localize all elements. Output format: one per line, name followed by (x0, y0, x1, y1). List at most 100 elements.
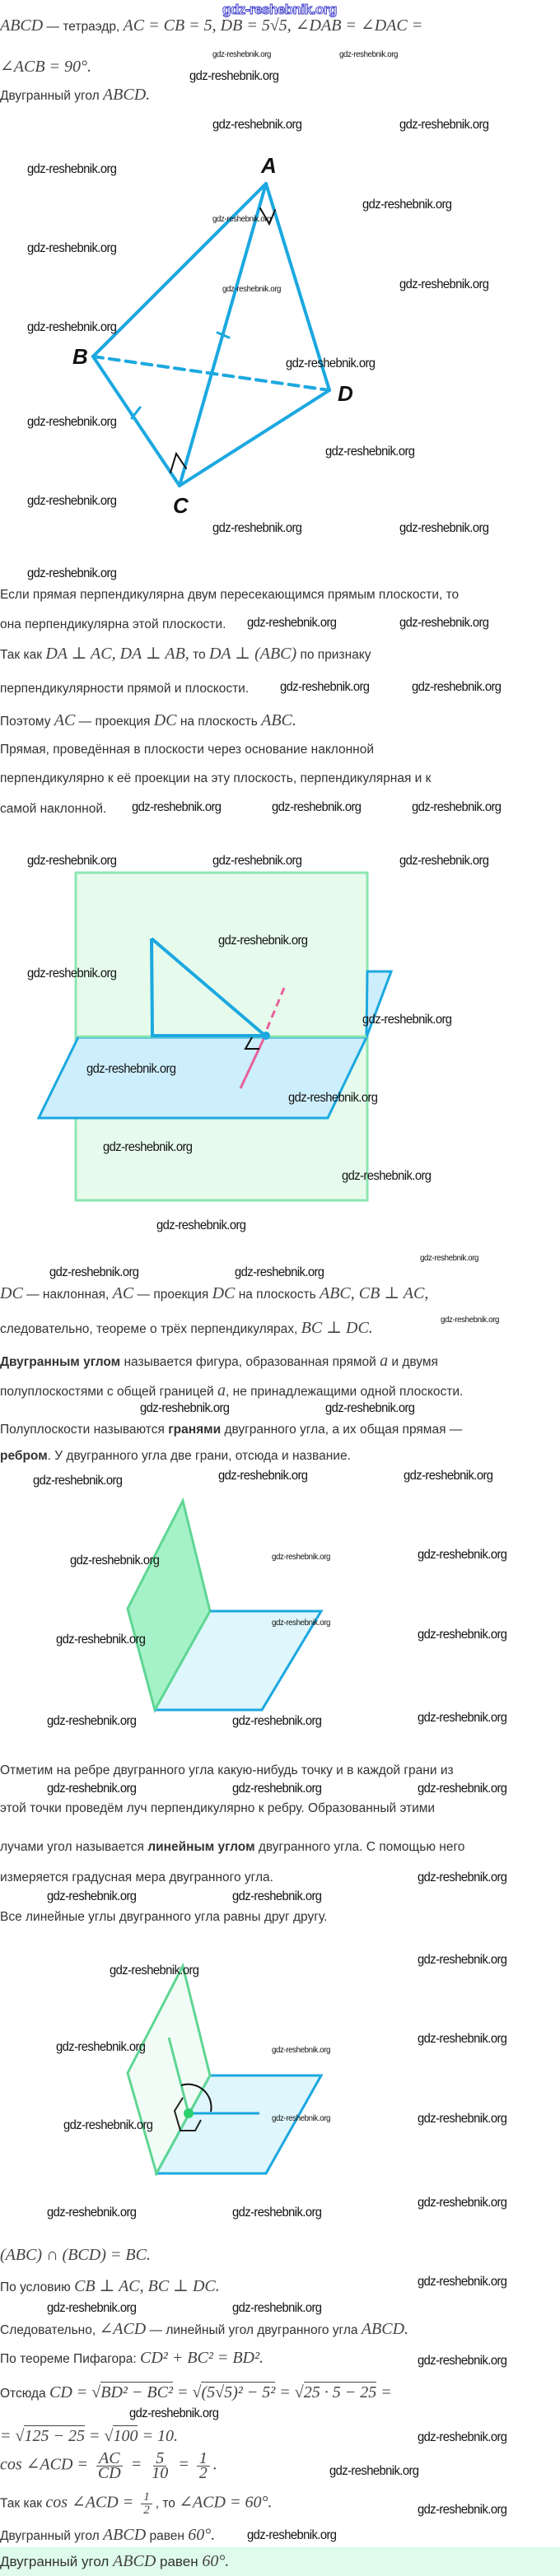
math: CD² + BC² = BD². (140, 2349, 264, 2367)
radicand: BD² − BC² (100, 2382, 173, 2401)
watermark: gdz-reshebnik.org (399, 277, 489, 291)
text: — тетраэдр, (43, 20, 124, 34)
watermark: gdz-reshebnik.org (140, 1401, 230, 1415)
text: лучами угол называется (0, 1840, 148, 1854)
watermark: gdz-reshebnik.org (418, 1953, 507, 1967)
watermark: gdz-reshebnik.org (232, 1782, 322, 1796)
watermark: gdz-reshebnik.org (418, 1548, 507, 1562)
text: на плоскость (235, 1288, 320, 1302)
watermark: gdz-reshebnik.org (218, 1469, 308, 1483)
watermark: gdz-reshebnik.org (56, 2040, 146, 2054)
numerator: 1 (196, 2450, 210, 2467)
math: ABCD (0, 16, 44, 35)
math: DA ⊥ (ABC) (208, 645, 297, 663)
para-line: Прямая, проведённая в плоскости через ос… (0, 743, 375, 757)
given-line-2: ∠ACB = 90°. (0, 58, 91, 77)
watermark: gdz-reshebnik.org (418, 1628, 507, 1642)
text: равен (156, 2554, 203, 2569)
text: следовательно, теореме о трёх перпендику… (0, 1322, 301, 1336)
watermark: gdz-reshebnik.org (418, 1870, 507, 1884)
watermark: gdz-reshebnik.org (418, 2354, 507, 2368)
para-line: Двугранным углом называется фигура, обра… (0, 1352, 438, 1372)
para-line: она перпендикулярна этой плоскости. (0, 617, 226, 631)
math: a (380, 1352, 389, 1370)
sqrt-sign: √ (15, 2427, 25, 2445)
tick-ac (216, 331, 231, 339)
math: ∠ACD (99, 2320, 147, 2338)
text: Так как (0, 648, 46, 662)
watermark: gdz-reshebnik.org (63, 2118, 153, 2132)
para-line: лучами угол называется линейным углом дв… (0, 1838, 464, 1856)
watermark: gdz-reshebnik.org (418, 2032, 507, 2046)
denominator: 10 (152, 2464, 169, 2482)
para-line: Если прямая перпендикулярна двум пересек… (0, 588, 460, 602)
math: = (0, 2427, 16, 2445)
math: DA ⊥ AC, DA ⊥ AB, (45, 645, 189, 663)
math: AC (54, 711, 76, 729)
term: линейным углом (147, 1840, 255, 1854)
solution-line: По теореме Пифагора: CD² + BC² = BD². (0, 2349, 264, 2369)
watermark: gdz-reshebnik.org (339, 49, 399, 59)
watermark: gdz-reshebnik.org (399, 521, 489, 535)
watermark: gdz-reshebnik.org (412, 680, 502, 694)
solution-line: = √125 − 25 = √100 = 10. (0, 2425, 178, 2447)
watermark: gdz-reshebnik.org (325, 1401, 415, 1415)
para-line: Полуплоскости называются гранями двугран… (0, 1421, 462, 1439)
edge-bc (91, 355, 181, 487)
site-logo[interactable]: gdz-reshebnik.org (222, 2, 338, 18)
watermark: gdz-reshebnik.org (247, 2528, 337, 2542)
text: , не принадлежащими одной плоскости. (226, 1385, 464, 1399)
watermark: gdz-reshebnik.org (132, 800, 222, 814)
para-line: Отметим на ребре двугранного угла какую-… (0, 1763, 454, 1777)
watermark: gdz-reshebnik.org (56, 1633, 146, 1647)
text: называется фигура, образованная прямой (120, 1355, 380, 1369)
watermark: gdz-reshebnik.org (27, 494, 117, 508)
watermark: gdz-reshebnik.org (27, 967, 117, 981)
ray-face-1 (167, 2037, 190, 2114)
watermark: gdz-reshebnik.org (418, 2430, 507, 2444)
watermark: gdz-reshebnik.org (272, 1618, 331, 1628)
horizontal-plane (36, 1036, 369, 1120)
watermark: gdz-reshebnik.org (47, 1889, 137, 1903)
watermark: gdz-reshebnik.org (212, 854, 302, 868)
radicand: 125 − 25 (24, 2425, 85, 2445)
face-1 (126, 1962, 212, 2177)
watermark: gdz-reshebnik.org (418, 2275, 507, 2289)
watermark: gdz-reshebnik.org (235, 1265, 324, 1279)
intersection-point (262, 1032, 270, 1040)
math: ABCD. (361, 2320, 409, 2338)
text: Двугранный угол (0, 2529, 103, 2543)
right-angle-mark (244, 1036, 259, 1050)
numerator: 1 (141, 2491, 152, 2504)
watermark: gdz-reshebnik.org (103, 1140, 193, 1154)
dihedral-angle-figure (126, 1497, 324, 1713)
sqrt-sign: √ (104, 2427, 114, 2445)
solution-line: Следовательно, ∠ACD — линейный угол двуг… (0, 2320, 408, 2340)
para-line: перпендикулярности прямой и плоскости. (0, 682, 250, 696)
text: Следовательно, (0, 2323, 100, 2337)
watermark: gdz-reshebnik.org (247, 616, 337, 630)
math: = (376, 2383, 392, 2401)
watermark: gdz-reshebnik.org (418, 2503, 507, 2517)
watermark: gdz-reshebnik.org (110, 1963, 199, 1977)
watermark: gdz-reshebnik.org (325, 445, 415, 459)
watermark: gdz-reshebnik.org (218, 934, 308, 948)
pink-line (239, 1035, 267, 1089)
watermark: gdz-reshebnik.org (280, 680, 370, 694)
text: и двумя (388, 1355, 438, 1369)
text: — проекция (75, 715, 154, 729)
given-line-1: ABCD — тетраэдр, AC = CB = 5, DB = 5√5, … (0, 16, 422, 36)
math: ∠ACD = 60°. (179, 2493, 273, 2512)
pink-line-dashed (264, 987, 286, 1034)
text: , то (155, 2496, 180, 2511)
vertex-label-c: C (173, 493, 189, 518)
watermark: gdz-reshebnik.org (27, 320, 117, 334)
text: — наклонная, (22, 1288, 113, 1302)
text: По условию (0, 2280, 75, 2294)
vertex-label-a: A (260, 153, 277, 178)
watermark: gdz-reshebnik.org (27, 854, 117, 868)
numerator: AC (96, 2450, 123, 2467)
math: ABCD. (102, 86, 151, 104)
para-line: Все линейные углы двугранного угла равны… (0, 1910, 328, 1924)
